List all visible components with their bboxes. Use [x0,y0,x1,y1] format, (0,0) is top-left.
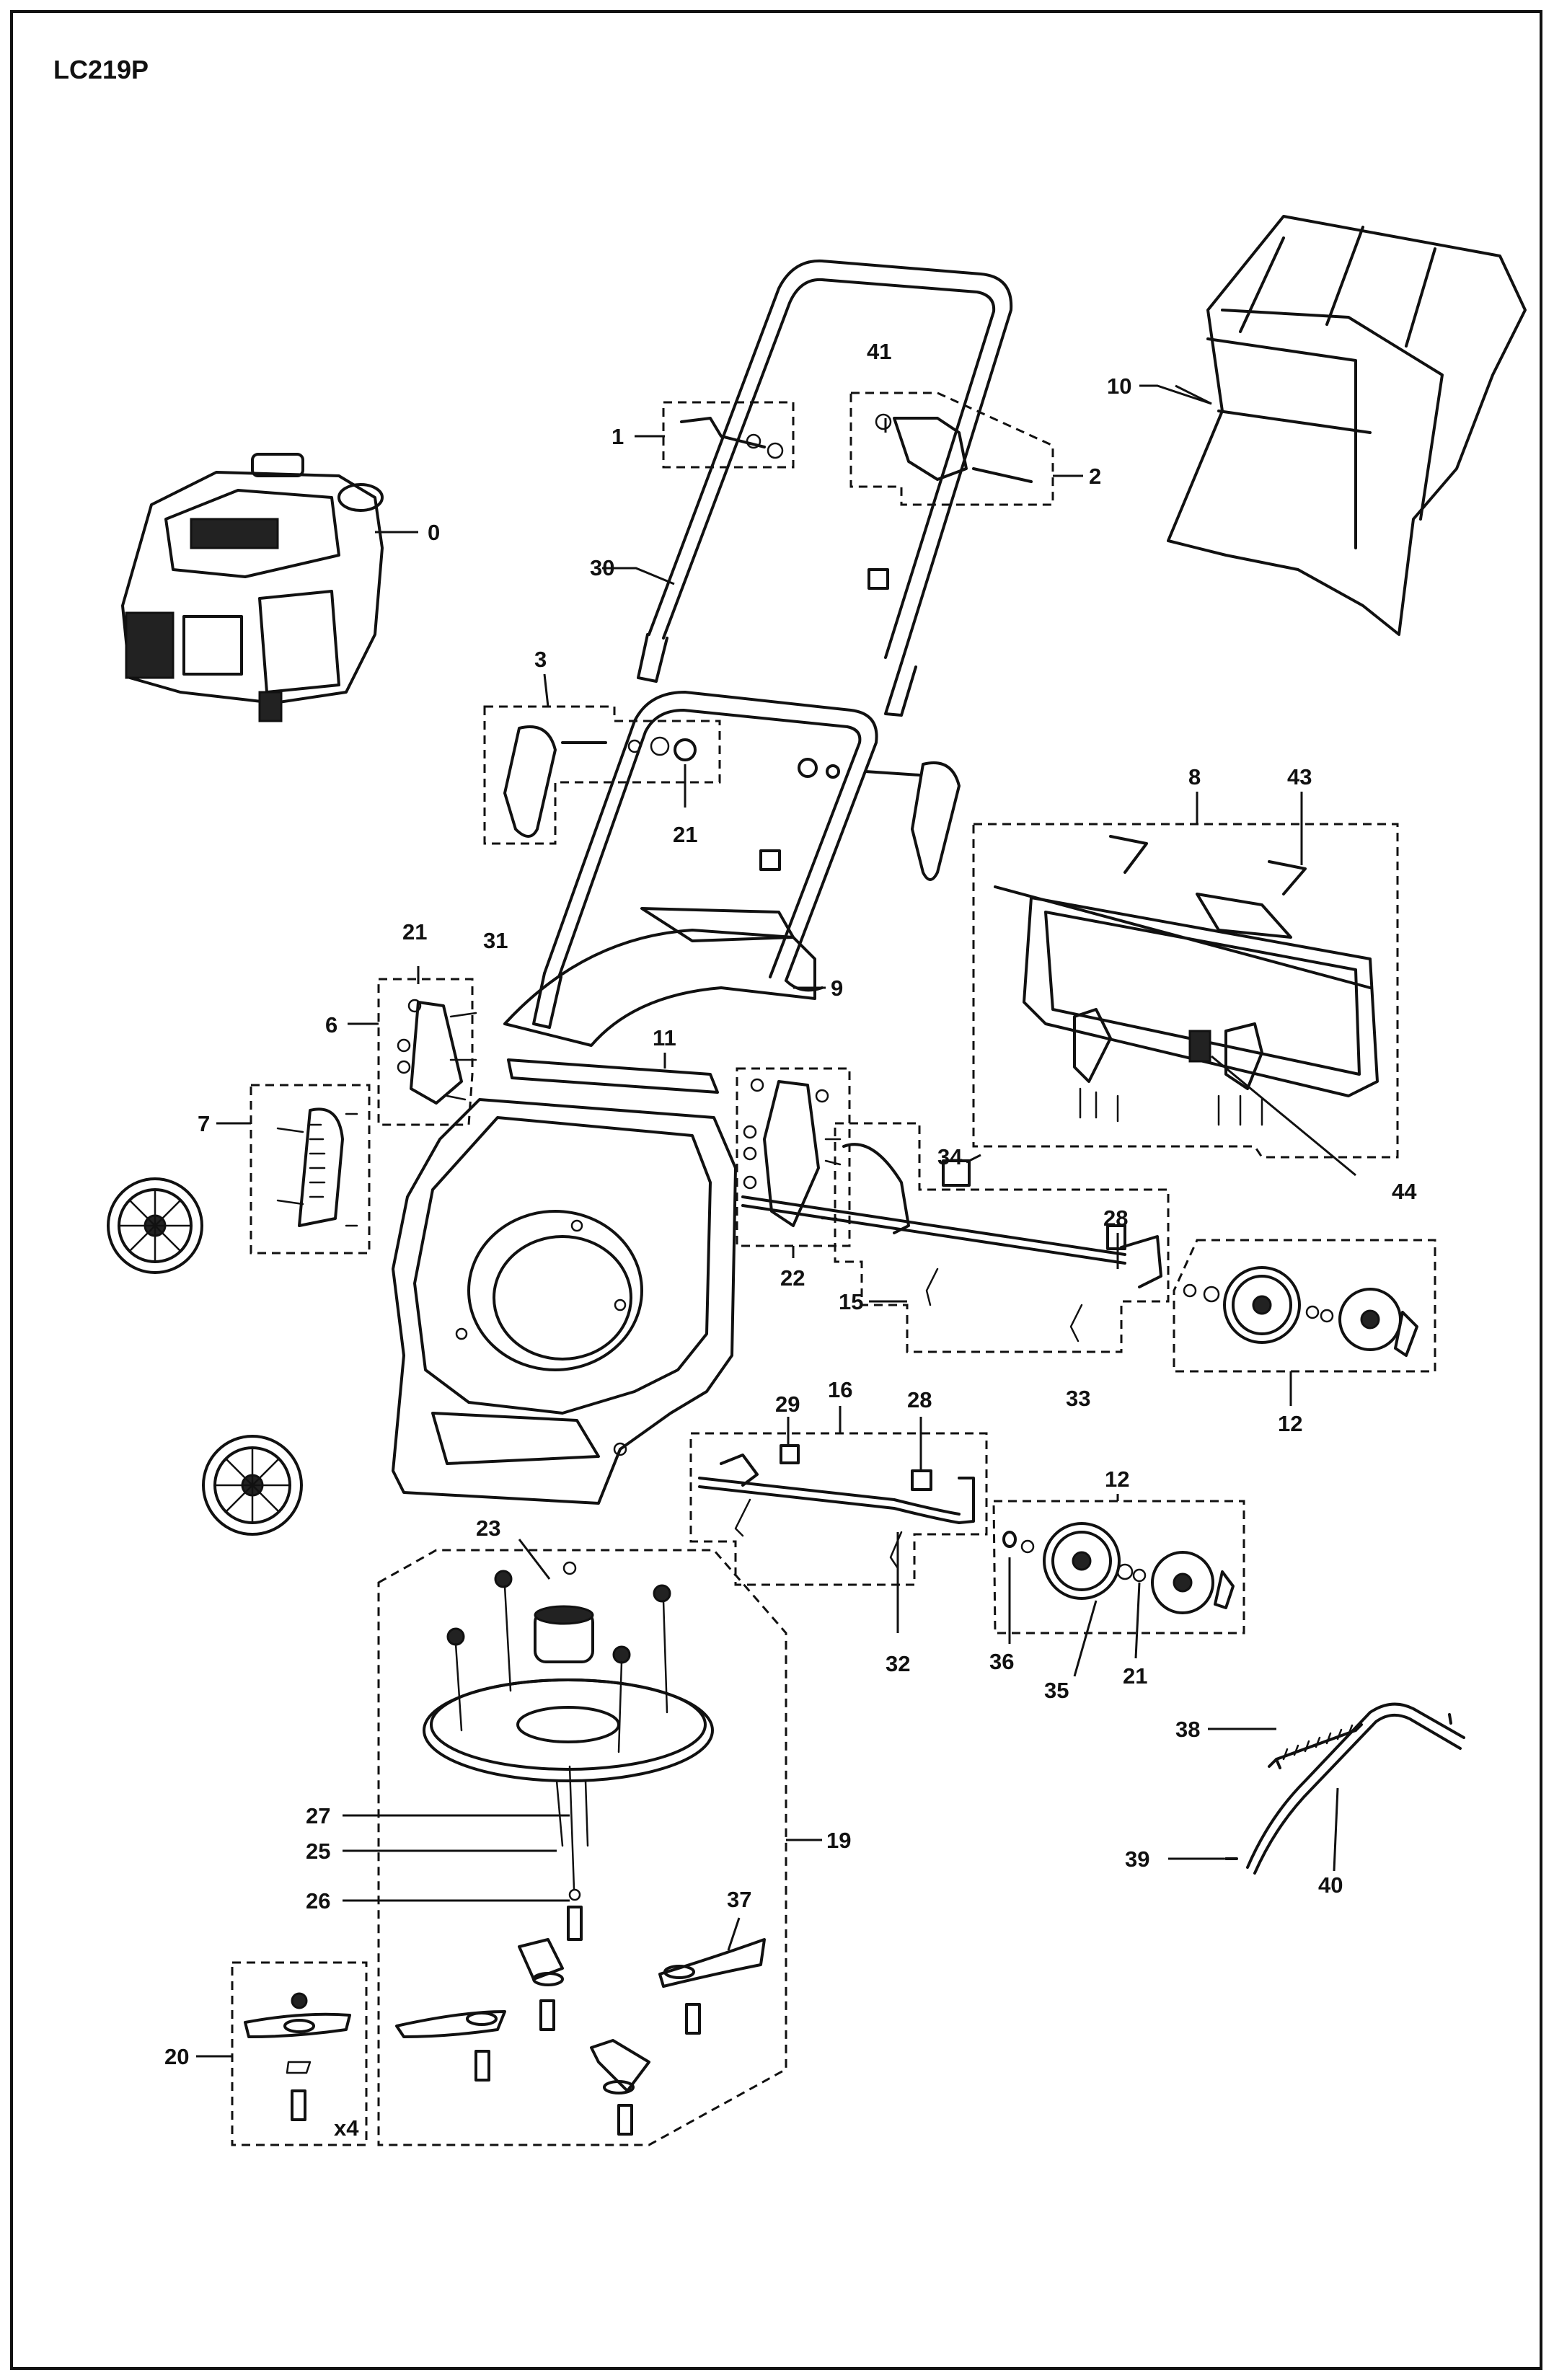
group-19-outline [377,1549,787,2146]
callout-10: 10 [1107,373,1131,399]
callout-31: 31 [483,928,508,953]
callout-25: 25 [306,1839,330,1864]
part-callouts: 0 1 2 3 6 7 8 9 10 11 12 12 15 16 19 20 … [164,339,1417,2141]
callout-7: 7 [198,1111,210,1136]
callout-29: 29 [775,1392,800,1417]
callout-26: 26 [306,1888,330,1914]
blade-disc-assembly-part [423,1561,714,1941]
callout-36: 36 [989,1649,1014,1674]
upper-handle-part [637,259,1013,717]
callout-34: 34 [937,1144,963,1169]
callout-43: 43 [1287,764,1312,789]
grass-bag-part [1167,215,1527,636]
callout-0: 0 [428,520,440,545]
lever-part [1246,1702,1465,1875]
group-2-outline [849,391,1054,506]
callout-9: 9 [831,976,843,1001]
rear-wheel-right-parts [1183,1266,1418,1357]
group-15-outline [834,1122,1170,1353]
callout-39: 39 [1125,1846,1149,1872]
callout-30: 30 [590,555,614,580]
callout-quantity-x4: x4 [334,2115,359,2141]
spring-part [1268,1723,1363,1769]
engine-part [121,453,384,722]
callout-15: 15 [839,1289,863,1314]
model-title: LC219P [53,55,149,84]
rear-flap-assembly-part [994,835,1379,1126]
callout-8: 8 [1188,764,1201,789]
group-20-outline [231,1961,368,2146]
callout-6: 6 [325,1012,337,1038]
group-12b-outline [992,1500,1245,1634]
callout-32: 32 [886,1651,910,1676]
front-wheel-right-parts [1002,1522,1235,1614]
front-axle-part [698,1444,975,1570]
callout-35: 35 [1044,1678,1069,1703]
lower-handle-part [532,691,878,1029]
group-6-outline [377,978,474,1126]
group-7-outline [250,1084,371,1255]
callout-2: 2 [1089,464,1101,489]
mower-deck-part [392,1098,737,1505]
callout-16: 16 [828,1377,852,1402]
group-22-outline [736,1067,851,1247]
callout-21-bracket: 21 [402,919,427,945]
callout-37: 37 [727,1887,751,1912]
callout-38: 38 [1175,1717,1200,1742]
callout-28-front: 28 [907,1387,932,1412]
cable-clip-parts [759,568,889,871]
callout-40: 40 [1318,1872,1343,1898]
control-bracket-part [875,413,1033,483]
callout-21-knob: 21 [673,822,697,847]
callout-1: 1 [612,424,624,449]
callout-12-front: 12 [1105,1467,1129,1492]
group-3-outline [483,705,721,845]
group-8-outline [972,823,1399,1159]
pin-part [680,417,784,459]
drawing-frame [10,10,1542,2370]
callout-12-rear: 12 [1278,1411,1302,1436]
callout-3: 3 [534,647,547,672]
assembly-outlines [231,391,1436,2146]
callout-44: 44 [1392,1179,1417,1204]
height-adjuster-part [276,1107,358,1227]
callout-19: 19 [826,1828,851,1853]
callout-27: 27 [306,1803,330,1828]
group-1-outline [662,401,795,469]
spare-blade-kit-part [244,1992,351,2121]
rear-axle-part [741,1143,1162,1342]
callout-11: 11 [653,1025,676,1050]
rear-rail-part [507,1058,719,1094]
callout-22: 22 [780,1265,805,1291]
callout-41: 41 [867,339,891,364]
blade-parts [395,1938,766,2136]
callout-20: 20 [164,2044,189,2069]
rear-bracket-left-part [397,999,477,1105]
callout-33: 33 [1066,1386,1090,1411]
callout-23: 23 [476,1516,500,1541]
callout-21-wheel: 21 [1123,1663,1147,1689]
handle-knob-parts [503,725,961,881]
group-16-outline [689,1432,988,1586]
leader-lines [196,384,1356,2058]
rear-wheel-parts [107,1177,303,1536]
callout-28-rear: 28 [1103,1206,1128,1231]
